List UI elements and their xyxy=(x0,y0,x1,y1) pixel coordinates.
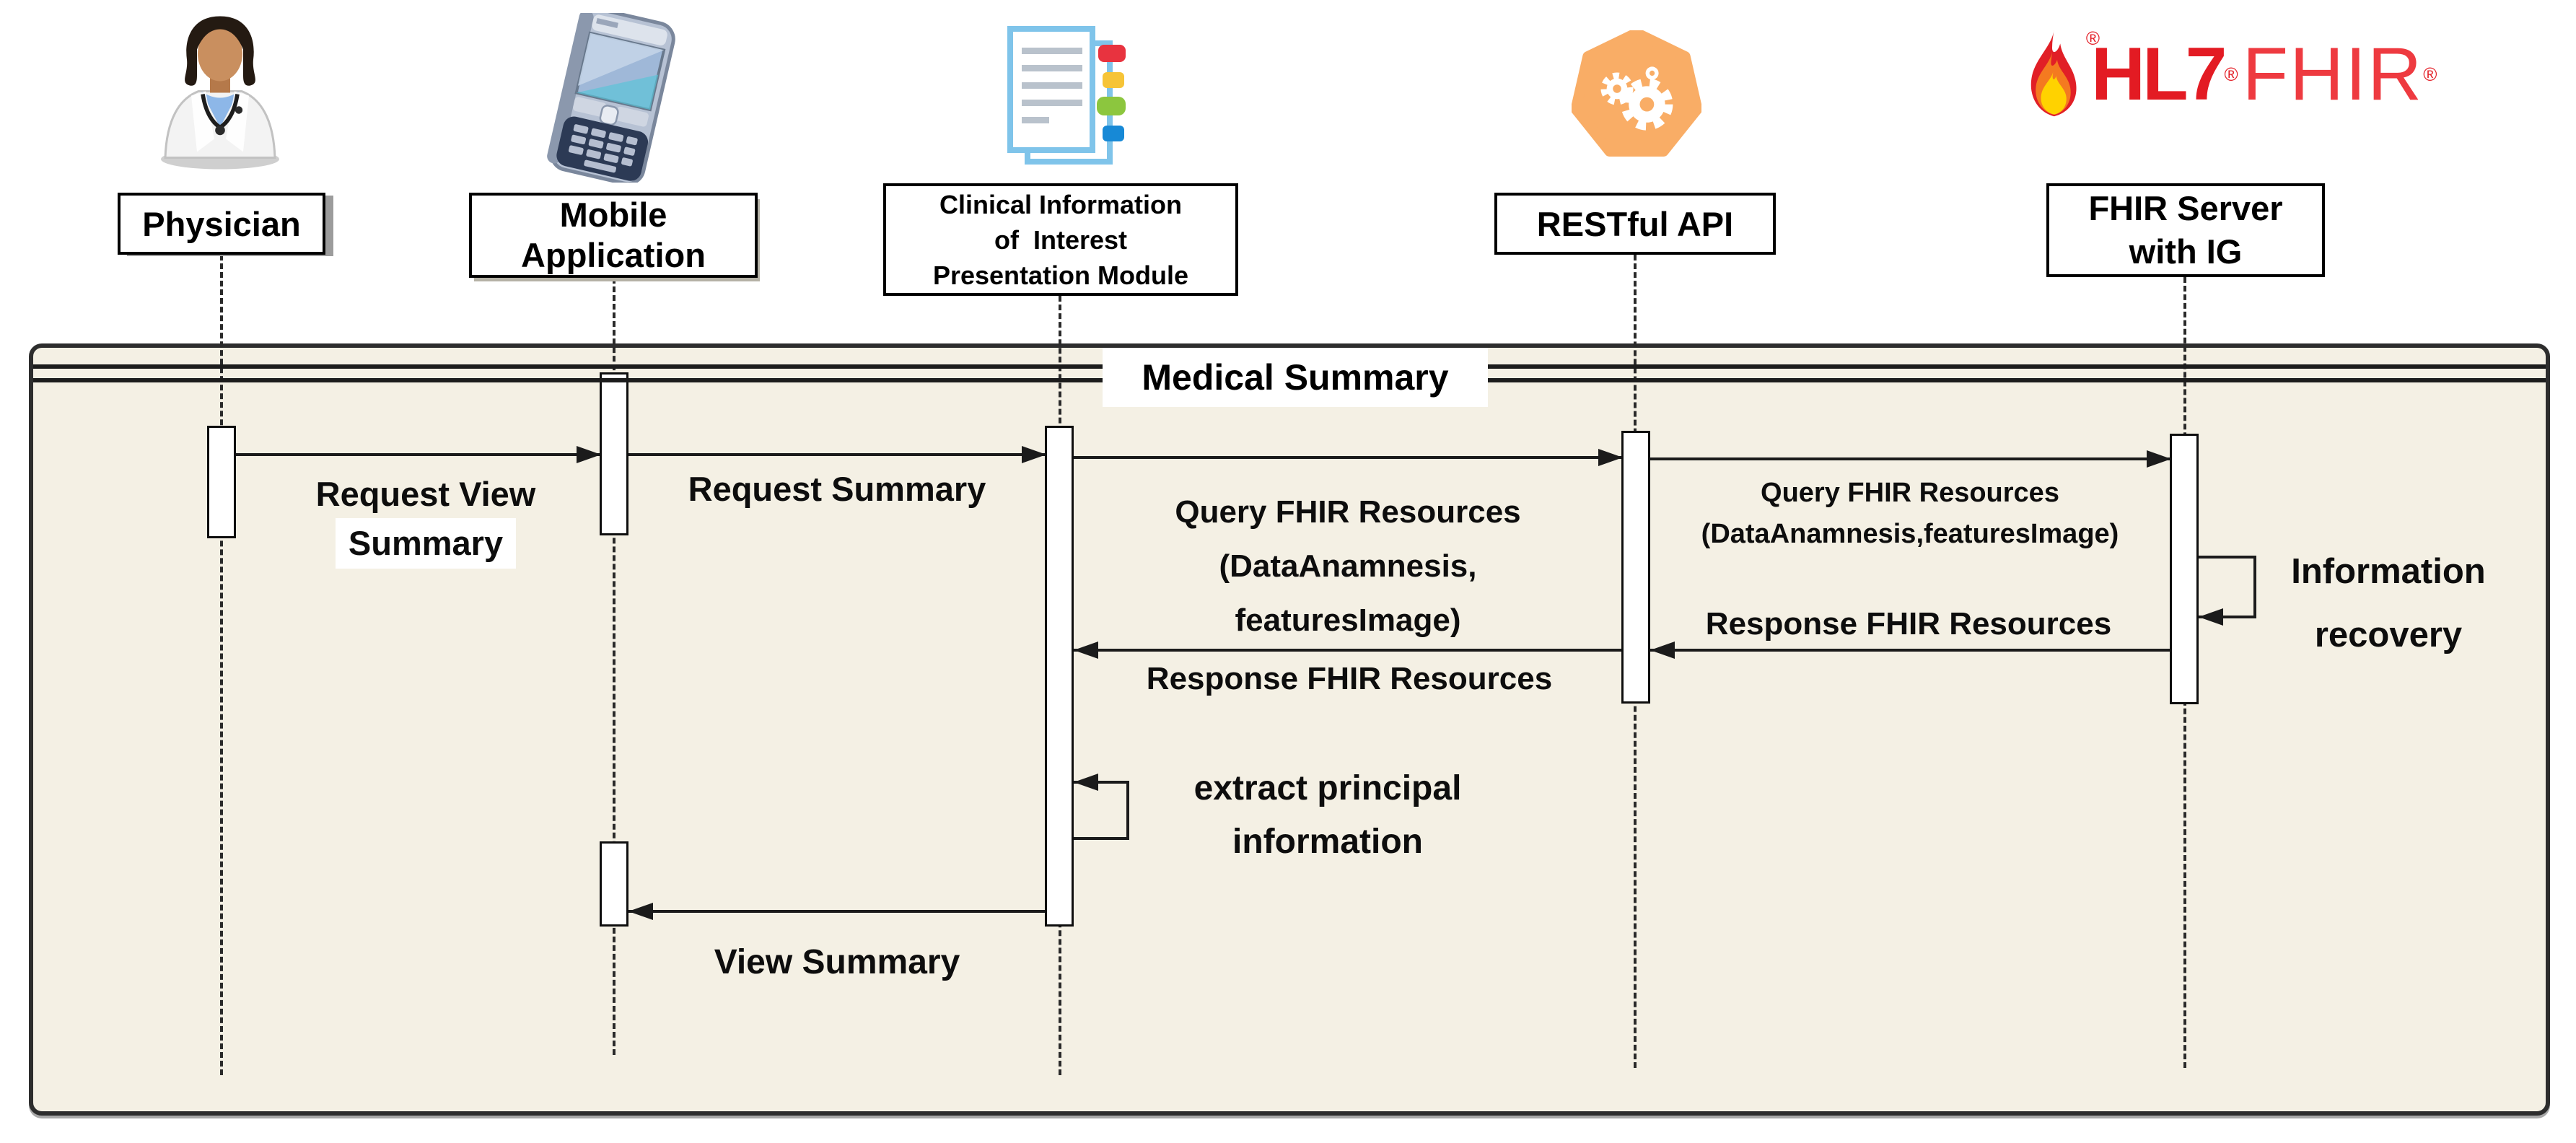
actor-label: of Interest xyxy=(994,224,1128,255)
actor-box-physician: Physician xyxy=(118,193,325,255)
message-arrow-query-fhir-rest xyxy=(1650,457,2170,460)
message-arrow-response-rest-to-clinical xyxy=(1074,649,1621,652)
fhir-logo-text: FHIR xyxy=(2242,32,2424,116)
lifeline-mobile-application xyxy=(613,278,615,1055)
message-arrow-query-fhir-clinical xyxy=(1074,456,1621,459)
label-line: Request Summary xyxy=(688,470,986,508)
label-line: Summary xyxy=(335,518,517,569)
actor-label: Physician xyxy=(142,204,301,243)
label-line: Response FHIR Resources xyxy=(1146,661,1553,696)
message-label-information-recovery: Information recovery xyxy=(2266,540,2511,667)
arrowhead-left-icon xyxy=(1074,774,1098,791)
label-line: recovery xyxy=(2314,616,2463,654)
message-arrow-view-summary xyxy=(628,910,1045,913)
self-message-information-recovery xyxy=(2199,556,2256,618)
arrowhead-left-icon xyxy=(1074,641,1098,659)
label-line: Response FHIR Resources xyxy=(1705,606,2112,641)
arrowhead-left-icon xyxy=(2199,608,2223,626)
label-line: View Summary xyxy=(714,943,960,981)
flame-icon: ® xyxy=(2015,27,2100,122)
message-label-view-summary: View Summary xyxy=(671,942,1003,982)
hl7-fhir-logo: ® HL7® FHIR® xyxy=(2015,27,2437,121)
hl7-logo-text: HL7 xyxy=(2091,32,2227,116)
lifeline-physician xyxy=(220,255,223,1075)
clinical-document-icon xyxy=(1007,26,1126,165)
activation-bar-fhir-server xyxy=(2170,434,2199,704)
label-line: (DataAnamnesis, xyxy=(1219,548,1477,584)
message-label-response-fhir-to-rest: Response FHIR Resources xyxy=(1660,606,2157,642)
actor-box-restful-api: RESTful API xyxy=(1494,193,1776,255)
actor-label: FHIR Server xyxy=(2088,189,2283,227)
activation-bar-mobile-2 xyxy=(600,841,628,927)
actor-label: Presentation Module xyxy=(932,260,1189,290)
arrowhead-right-icon xyxy=(1022,446,1046,463)
label-line: Information xyxy=(2291,552,2486,591)
actor-label: Application xyxy=(521,236,706,274)
message-arrow-request-view-summary xyxy=(236,453,600,456)
actor-label: RESTful API xyxy=(1536,204,1734,243)
message-label-request-summary: Request Summary xyxy=(635,469,1039,509)
actor-label: Mobile xyxy=(559,196,667,234)
arrowhead-right-icon xyxy=(577,446,601,463)
message-label-extract-principal: extract principal information xyxy=(1147,762,1508,869)
message-label-response-rest-to-clinical: Response FHIR Resources xyxy=(1097,661,1602,697)
label-line: Request View xyxy=(315,475,536,513)
api-gears-icon xyxy=(1572,30,1701,157)
message-label-query-fhir-rest: Query FHIR Resources (DataAnamnesis,feat… xyxy=(1657,473,2163,555)
label-line: Query FHIR Resources xyxy=(1761,478,2059,508)
arrowhead-left-icon xyxy=(628,903,653,920)
label-line: Query FHIR Resources xyxy=(1175,494,1521,530)
arrowhead-left-icon xyxy=(1650,641,1675,659)
message-arrow-request-summary xyxy=(628,453,1045,456)
label-line: (DataAnamnesis,featuresImage) xyxy=(1701,519,2119,549)
frame-title: Medical Summary xyxy=(1103,348,1488,407)
message-arrow-response-fhir-to-rest xyxy=(1650,649,2170,652)
actor-label: Clinical Information xyxy=(939,189,1183,219)
label-line: extract principal xyxy=(1193,769,1462,807)
activation-bar-physician xyxy=(207,426,236,538)
label-line: featuresImage) xyxy=(1235,603,1461,638)
label-line: information xyxy=(1232,823,1423,861)
actor-box-clinical-module: Clinical Information of Interest Present… xyxy=(883,183,1238,296)
arrowhead-right-icon xyxy=(2147,450,2171,468)
registered-mark: ® xyxy=(2423,64,2437,85)
registered-mark: ® xyxy=(2085,27,2100,49)
activation-bar-clinical xyxy=(1045,426,1074,927)
message-label-query-fhir-clinical: Query FHIR Resources (DataAnamnesis, fea… xyxy=(1088,485,1608,647)
registered-mark: ® xyxy=(2224,64,2238,85)
mobile-phone-icon xyxy=(547,13,675,183)
message-label-request-view-summary: Request View Summary xyxy=(238,470,613,569)
arrowhead-right-icon xyxy=(1598,449,1623,466)
activation-bar-restful-api xyxy=(1621,431,1650,704)
doctor-icon xyxy=(161,16,279,170)
self-message-extract-principal xyxy=(1074,781,1129,840)
actor-box-fhir-server: FHIR Server with IG xyxy=(2046,183,2325,277)
actor-box-mobile-application: Mobile Application xyxy=(469,193,758,278)
interaction-frame xyxy=(29,343,2550,1116)
actor-label: with IG xyxy=(2129,232,2243,271)
